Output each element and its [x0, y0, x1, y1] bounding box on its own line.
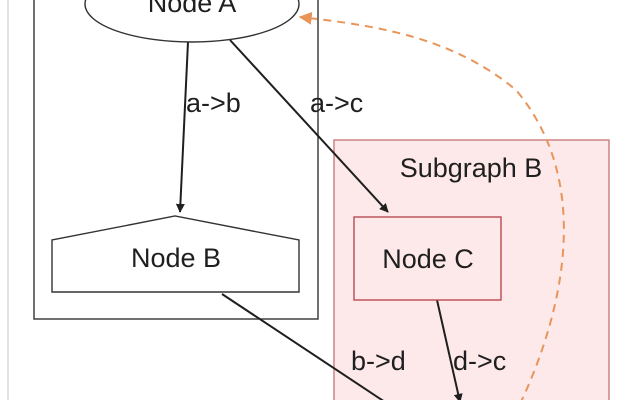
edge-label-a-c: a->c: [310, 88, 363, 118]
edge-label-d-c: d->c: [453, 346, 506, 376]
node-b-label: Node B: [131, 243, 221, 273]
node-a-label: Node A: [148, 0, 237, 18]
edge-label-a-b: a->b: [186, 88, 241, 118]
edge-a-to-b: [175, 41, 189, 213]
node-c-label: Node C: [382, 244, 474, 274]
node-c[interactable]: Node C: [353, 216, 502, 301]
node-b[interactable]: Node B: [51, 215, 300, 293]
edge-a-to-c: [229, 39, 389, 213]
node-a-shape: [84, 0, 300, 43]
edges: a->b a->c b->d d->c: [175, 11, 565, 405]
edge-label-b-d: b->d: [351, 346, 406, 376]
node-b-shape: [51, 215, 300, 293]
cluster-a: [33, 0, 319, 320]
edge-d-to-c: [436, 299, 463, 403]
node-c-shape: [353, 216, 502, 301]
node-a[interactable]: Node A: [84, 0, 300, 43]
edge-b-to-d: [221, 293, 389, 405]
subgraph-b-label: Subgraph B: [400, 153, 543, 183]
